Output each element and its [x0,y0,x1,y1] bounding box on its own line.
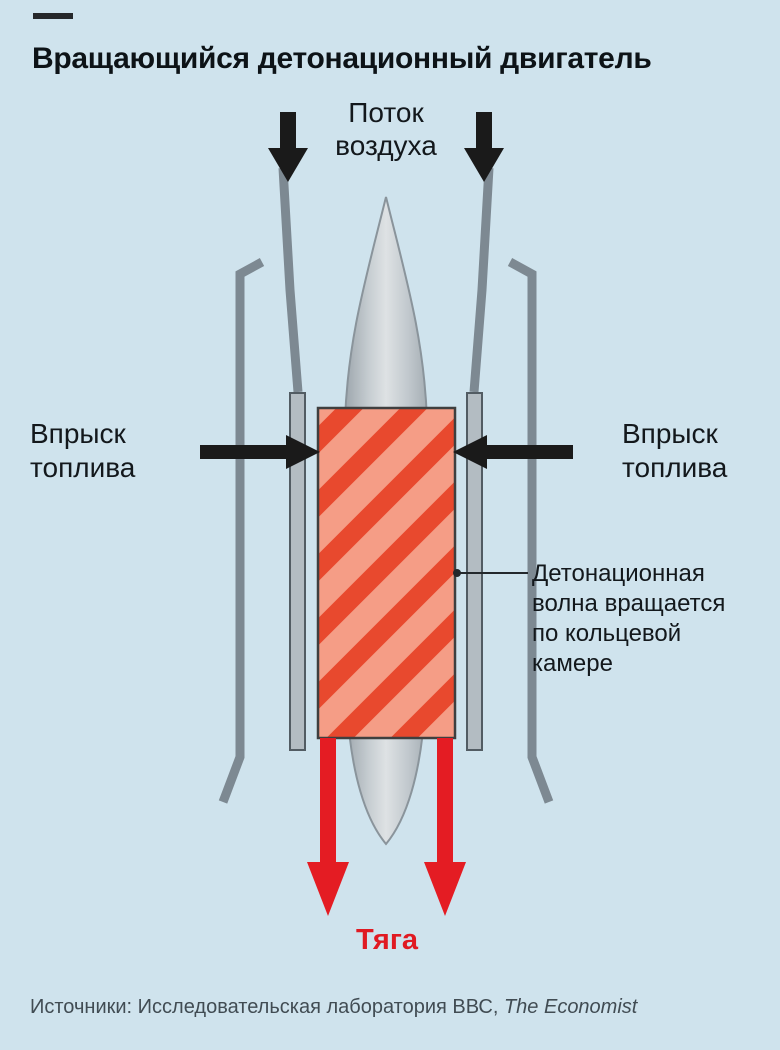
chart-title: Вращающийся детонационный двигатель [32,42,652,75]
chamber-wall-right [466,392,483,751]
source-prefix: Источники: Исследовательская лаборатория… [30,996,504,1018]
air-arrow-down-left-icon [268,112,308,182]
air-flow-label: Поток воздуха [296,96,476,162]
wave-note-line2: волна вращается [532,590,726,617]
chamber-wall-left [289,392,306,751]
fuel-right-line1: Впрыск [622,418,718,449]
wave-note-line1: Детонационная [532,560,705,587]
callout [453,569,528,577]
engine-cowl [218,167,554,804]
source-publication: The Economist [503,996,638,1018]
inlet-arrows [200,112,573,469]
thrust-arrows [307,738,466,916]
thrust-arrow-right-icon [424,738,466,916]
air-flow-line2: воздуха [335,130,437,161]
intake-duct-left [278,167,303,393]
fuel-arrow-left-icon [200,435,320,469]
fuel-injection-label-left: Впрыск топлива [30,417,135,485]
detonation-wave-note: Детонационная волна вращается по кольцев… [532,559,764,679]
thrust-arrow-left-icon [307,738,349,916]
air-flow-line1: Поток [348,97,424,128]
fuel-left-line2: топлива [30,452,136,483]
outer-cowl-left [218,258,265,804]
wave-note-line4: камере [532,650,613,677]
fuel-left-line1: Впрыск [30,418,126,449]
fuel-injection-label-right: Впрыск топлива [622,417,727,485]
wave-note-line3: по кольцевой [532,620,682,647]
air-arrow-down-right-icon [464,112,504,182]
chamber-hatching [318,408,455,738]
fuel-right-line2: топлива [622,452,728,483]
fuel-arrow-right-icon [453,435,573,469]
thrust-label: Тяга [355,924,419,956]
outer-cowl-right [507,258,554,804]
intake-duct-right [469,167,494,393]
source-line: Источники: Исследовательская лаборатория… [30,996,637,1019]
headline-tick [33,13,73,19]
chamber-walls [289,392,483,751]
